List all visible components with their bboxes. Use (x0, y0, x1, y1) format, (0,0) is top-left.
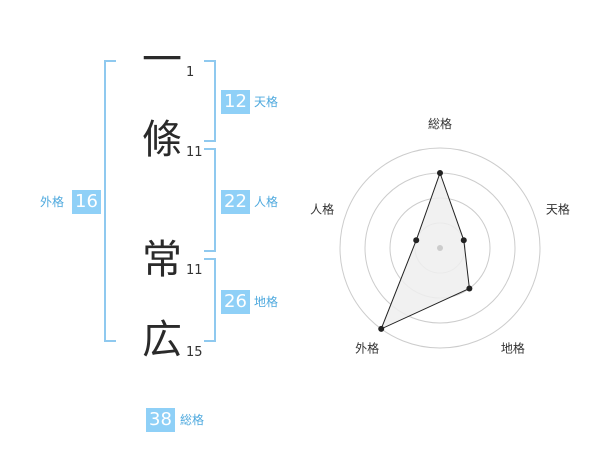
gaikaku-label: 外格 (40, 195, 65, 209)
chikaku-bracket (204, 258, 216, 342)
stroke-count-4: 15 (186, 345, 203, 360)
radar-point-4 (413, 237, 420, 244)
radar-points (378, 170, 473, 332)
chikaku-value: 26 (221, 290, 250, 314)
name-char-3: 常 (142, 237, 182, 283)
radar-center-dot (437, 245, 443, 251)
radar-point-3 (378, 325, 385, 332)
jinkaku-bracket (204, 148, 216, 252)
radar-axis-label-4: 人格 (310, 202, 334, 217)
tenkaku-bracket (204, 60, 216, 142)
stroke-count-2: 11 (186, 145, 203, 160)
radar-axis-label-1: 天格 (546, 202, 570, 217)
radar-axis-label-3: 外格 (355, 340, 379, 355)
name-char-2: 條 (142, 117, 182, 163)
gaikaku-bracket (104, 60, 116, 342)
tenkaku-label: 天格 (254, 95, 279, 109)
name-char-1: 一 (142, 37, 182, 83)
radar-axis-label-2: 地格 (501, 340, 525, 355)
tenkaku-value: 12 (221, 90, 250, 114)
radar-point-1 (460, 237, 467, 244)
stroke-count-1: 1 (186, 65, 195, 80)
jinkaku-value: 22 (221, 190, 250, 214)
stroke-count-3: 11 (186, 263, 203, 278)
radar-point-2 (466, 285, 473, 292)
name-char-4: 広 (142, 317, 182, 363)
chikaku-label: 地格 (254, 295, 279, 309)
jinkaku-label: 人格 (254, 195, 279, 209)
radar-point-0 (437, 170, 443, 176)
gaikaku-value: 16 (72, 190, 101, 214)
radar-series-area (380, 171, 470, 330)
soukaku-value: 38 (146, 408, 175, 432)
soukaku-label: 総格 (180, 413, 205, 427)
radar-axis-label-0: 総格 (428, 116, 452, 131)
radar-ring-4 (339, 147, 541, 349)
